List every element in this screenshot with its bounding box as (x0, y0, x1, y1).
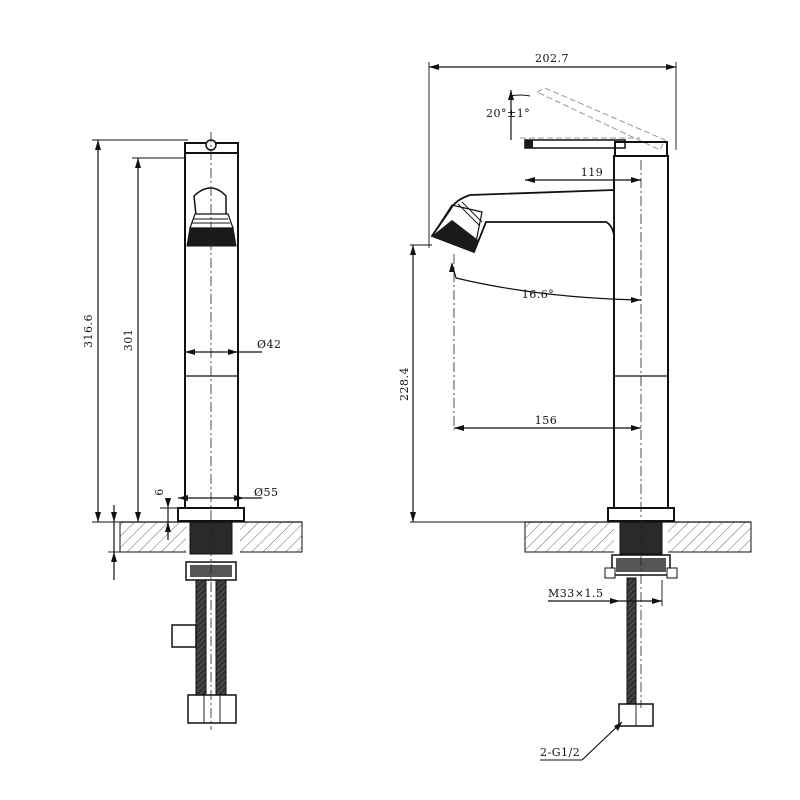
mounting-rod (171, 624, 197, 648)
dim-lever-length: 119 (581, 166, 604, 179)
hose-right (626, 577, 637, 707)
label-hose-connection: 2-G1/2 (540, 746, 580, 759)
hose-nuts-left (187, 694, 237, 724)
dim-body-height: 301 (122, 329, 135, 352)
dim-base-thickness: 6 (153, 488, 166, 496)
dim-lever-angle: 20°±1° (486, 107, 530, 120)
base-left (177, 507, 245, 522)
spout-neck (193, 187, 227, 216)
aerator (186, 227, 237, 247)
side-view: 316.6 301 Ø42 Ø55 6 (82, 132, 303, 730)
front-view: 202.7 20°±1° 119 16.6° 228.4 156 M3 (398, 52, 752, 761)
dim-base-diameter: Ø55 (254, 486, 279, 499)
dim-thread: M33×1.5 (548, 587, 603, 600)
dim-body-diameter: Ø42 (257, 338, 282, 351)
dim-spout-angle: 16.6° (522, 288, 555, 301)
dim-total-height: 316.6 (82, 314, 95, 348)
lever-ghost (535, 87, 666, 151)
hose-left-2 (215, 579, 227, 696)
dim-overall-width: 202.7 (535, 52, 569, 65)
hose-left-1 (195, 579, 207, 696)
dim-spout-reach: 156 (535, 414, 558, 427)
dim-spout-height: 228.4 (398, 367, 411, 401)
lever-handle (524, 139, 626, 149)
